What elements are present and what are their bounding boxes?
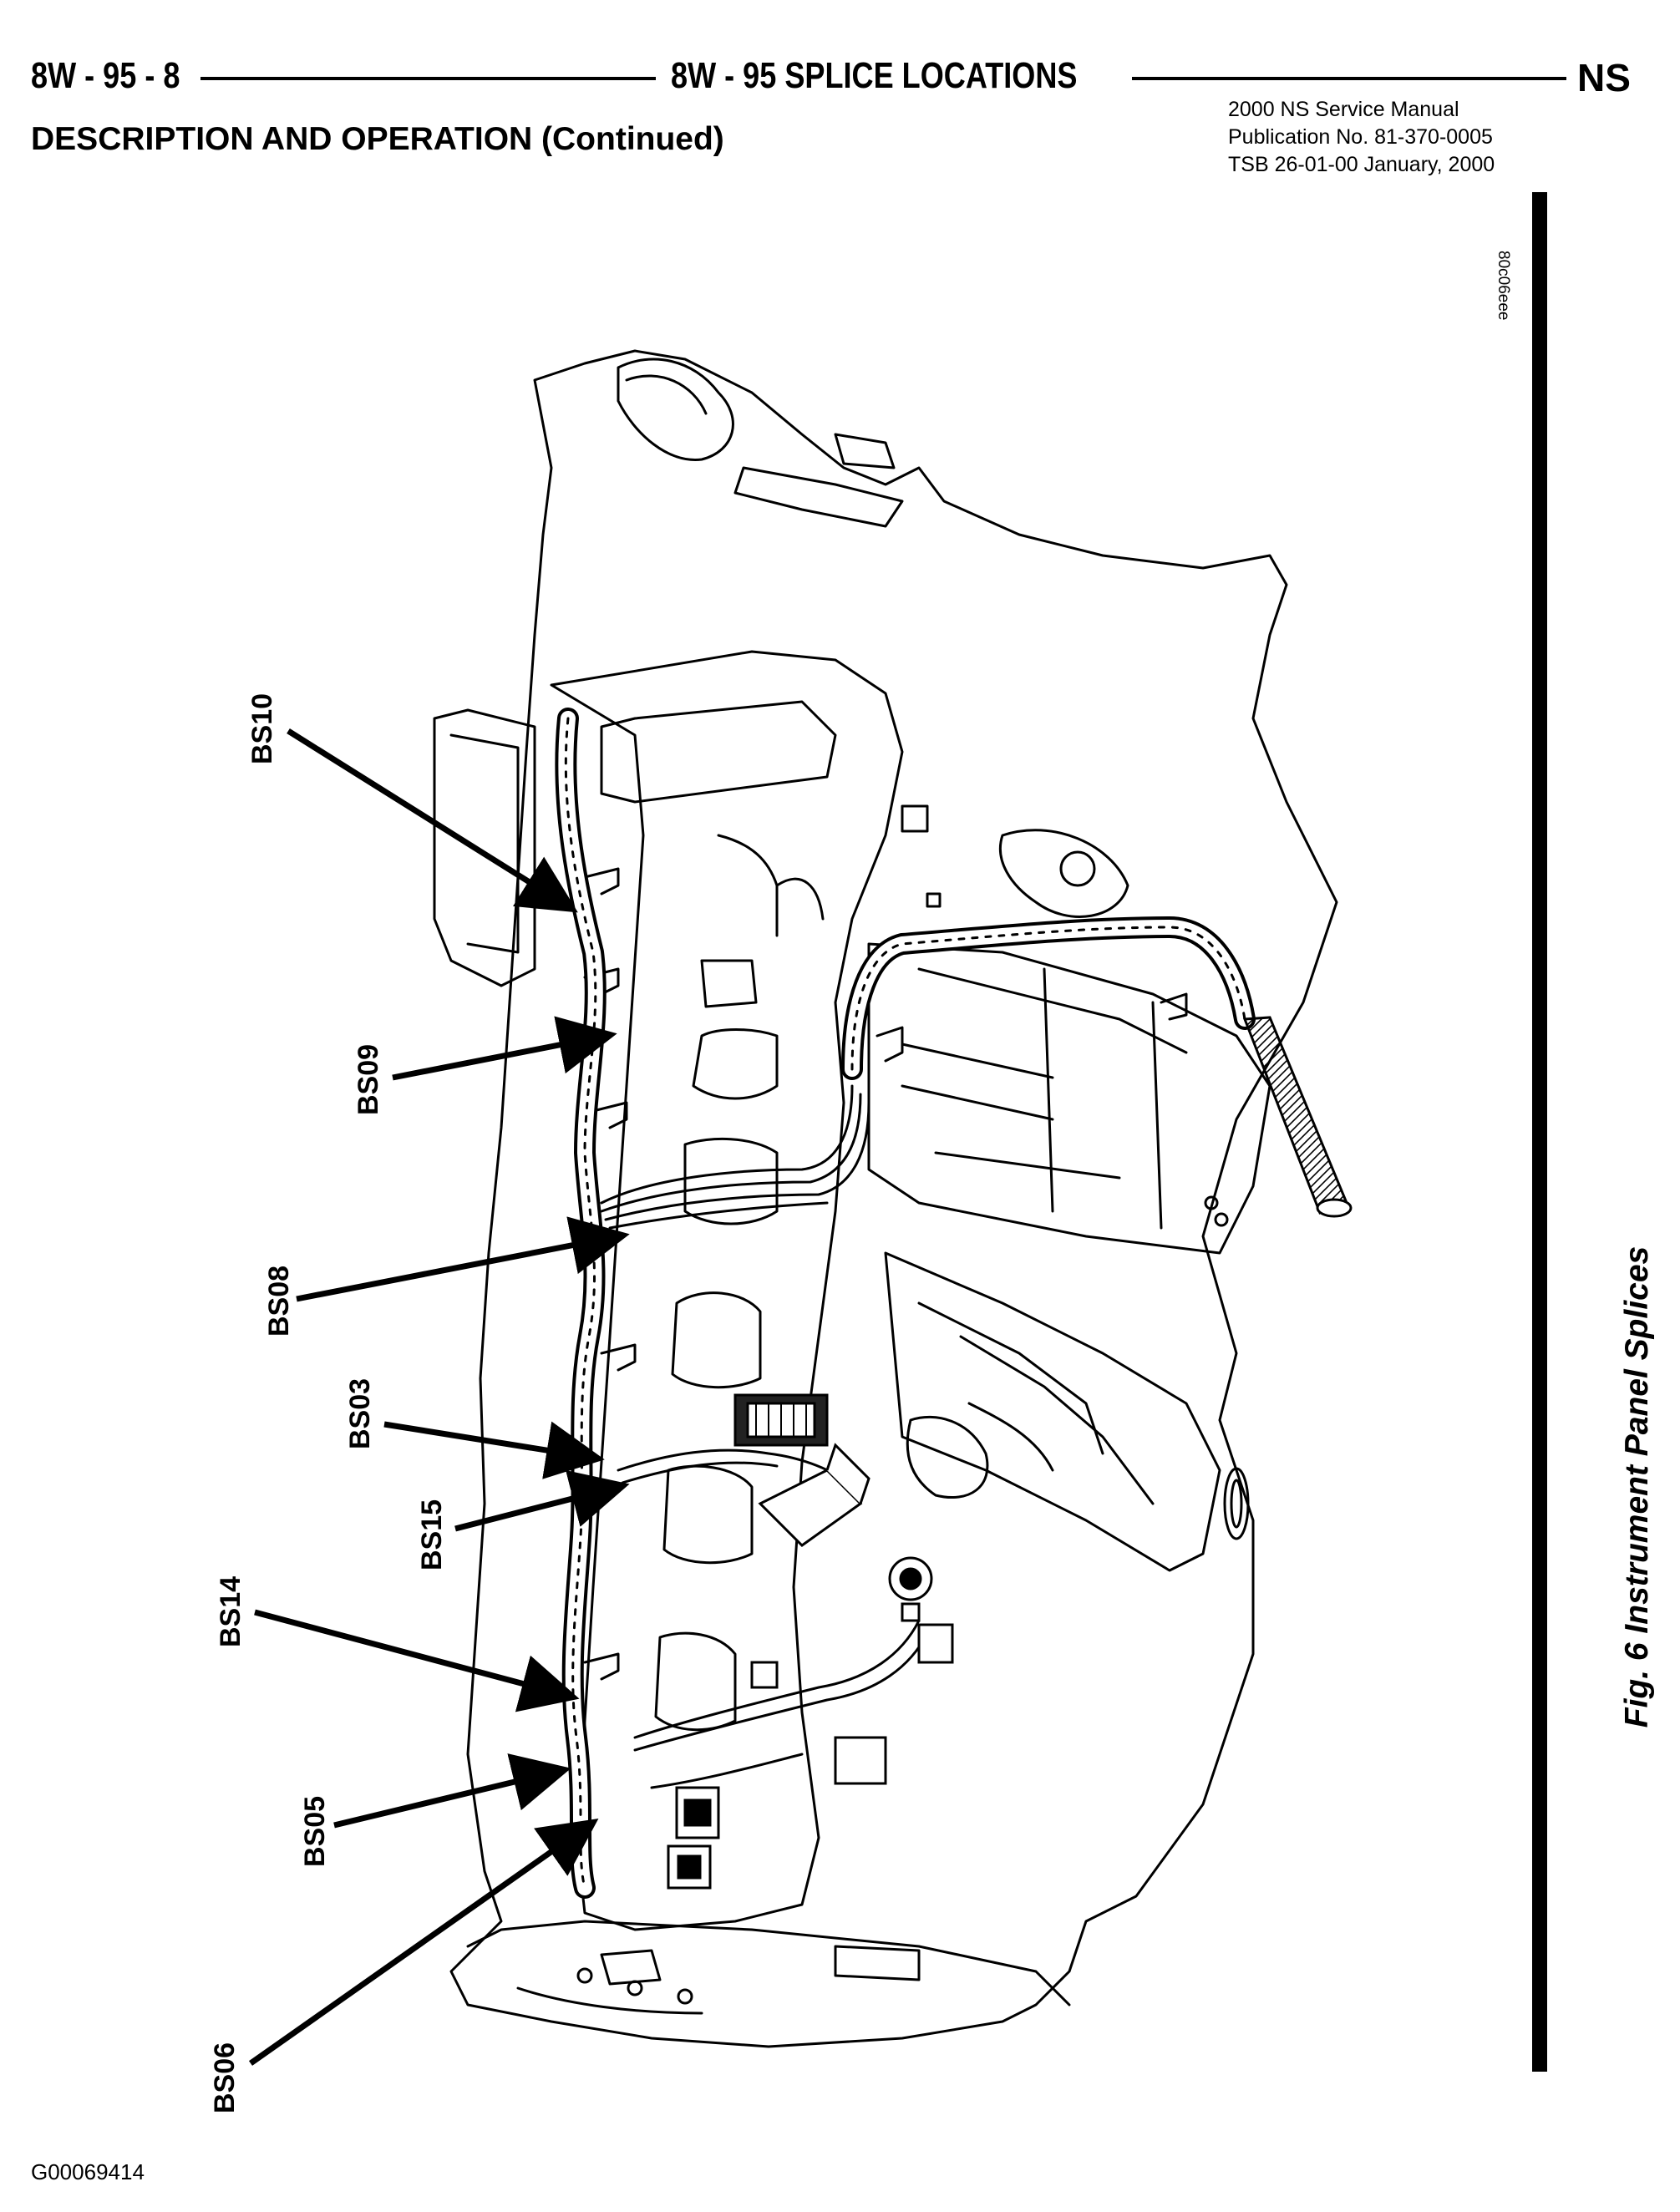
footer-code: G00069414 [31,2159,145,2184]
publication-line-3: TSB 26-01-00 January, 2000 [1228,153,1495,176]
bs15-arrow [454,1470,630,1532]
top-duct-bar [733,466,904,528]
bs05-arrow [333,1753,571,1829]
bs08-arrow [296,1216,630,1302]
bs06-label: BS06 [209,2042,241,2113]
bs09-arrow [392,1016,617,1081]
bs09-label: BS09 [353,1044,384,1115]
section-heading: 8W - 95 SPLICE LOCATIONS [671,55,1078,96]
model-code: NS [1577,56,1631,99]
panel-outline [449,349,1338,2048]
floor-edge [466,1920,1071,2007]
header-rule-left [200,77,656,80]
bs10-label: BS10 [246,693,278,764]
publication-info: 2000 NS Service Manual Publication No. 8… [1228,96,1495,179]
page-side-bar [1532,192,1547,2072]
figure-caption: Fig. 6 Instrument Panel Splices [1619,1246,1655,1728]
column-opening [998,829,1129,918]
inner-panel-face [550,650,904,1931]
connector-lower-left [675,1786,720,1839]
defroster-duct [617,358,734,461]
left-end-bracket [433,708,536,987]
bs03-arrow [383,1421,605,1479]
right-lower-panel [867,942,1271,1255]
publication-line-2: Publication No. 81-370-0005 [1228,125,1493,149]
header-rule-right [1132,77,1566,80]
page-number: 8W - 95 - 8 [31,55,180,96]
braided-conduit [1242,1016,1348,1215]
bs05-label: BS05 [299,1796,331,1867]
bs08-label: BS08 [263,1266,295,1337]
bs10-arrow [287,728,578,913]
bs14-label: BS14 [215,1576,246,1647]
connector-right-small [834,1736,887,1785]
knee-bolster [884,1251,1221,1572]
publication-line-1: 2000 NS Service Manual [1228,98,1459,121]
bs03-label: BS03 [344,1378,376,1449]
bs06-arrow [248,1818,599,2066]
bs14-arrow [254,1609,580,1712]
section-title: DESCRIPTION AND OPERATION (Continued) [31,121,724,157]
bs15-label: BS15 [416,1499,448,1570]
